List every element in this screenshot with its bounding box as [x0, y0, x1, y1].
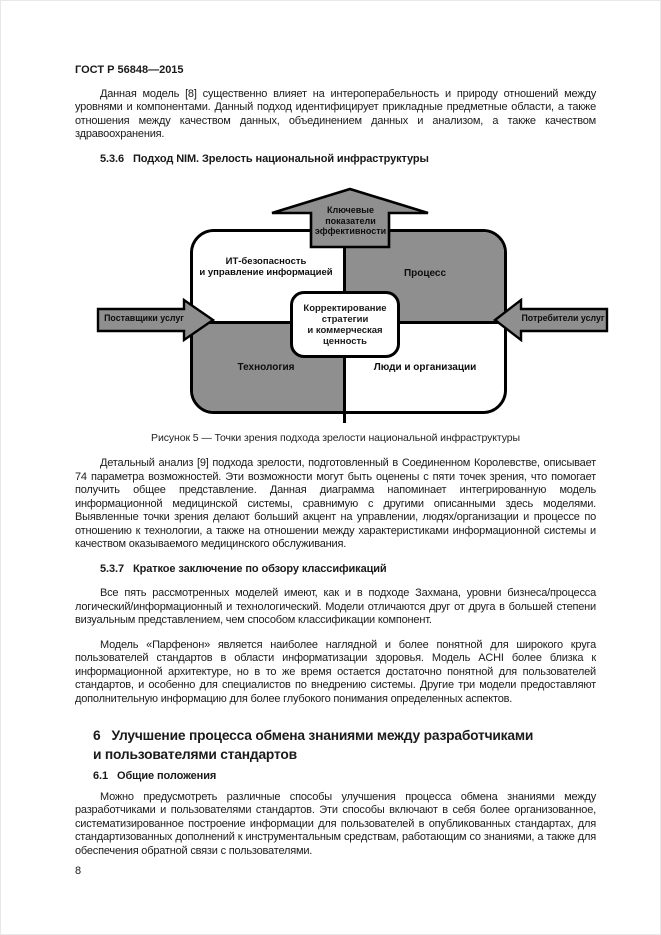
paragraph-model-8: Данная модель [8] существенно влияет на … [75, 87, 596, 141]
label-process: Процесс [403, 268, 447, 279]
heading-line: 6 Улучшение процесса обмена знаниями межд… [93, 726, 596, 745]
page-content: ГОСТ Р 56848—2015 Данная модель [8] суще… [75, 64, 609, 869]
heading-number: 5.3.6 [100, 152, 124, 165]
label-service-providers: Поставщики услуг [104, 313, 184, 323]
heading-5-3-6: 5.3.6 Подход NIM. Зрелость национальной и… [75, 153, 596, 167]
heading-number: 6 [93, 728, 101, 743]
label-people-organizations: Люди и организации [373, 362, 477, 373]
up-arrow-icon [271, 187, 429, 249]
label-line: и коммерческая [307, 324, 383, 336]
heading-6-1: 6.1 Общие положения [75, 770, 596, 784]
quadrant-divider-stub [343, 412, 346, 423]
center-strategy-box: Корректирование стратегии и коммерческая… [290, 291, 400, 358]
heading-text: Подход NIM. Зрелость национальной инфрас… [132, 152, 429, 165]
paragraph-detailed-analysis: Детальный анализ [9] подхода зрелости, п… [75, 457, 596, 550]
heading-section-6: 6 Улучшение процесса обмена знаниями межд… [75, 726, 596, 764]
heading-5-3-7: 5.3.7 Краткое заключение по обзору класси… [75, 563, 596, 577]
label-line: ценность [322, 335, 368, 347]
label-line: показатели [325, 215, 376, 226]
label-service-consumers: Потребители услуг [521, 313, 605, 323]
label-technology: Технология [237, 362, 295, 373]
label-line: ИТ-безопасность [225, 256, 307, 267]
heading-number: 5.3.7 [100, 562, 124, 575]
label-it-security: ИТ-безопасность и управление информацией [191, 256, 341, 278]
left-pointing-arrow-icon [493, 297, 609, 343]
label-line: и управление информацией [199, 267, 333, 278]
paragraph-five-models: Все пять рассмотренных моделей имеют, ка… [75, 587, 596, 626]
heading-text: Улучшение процесса обмена знаниями между… [111, 728, 534, 743]
paragraph-parthenon-model: Модель «Парфенон» является наиболее нагл… [75, 638, 596, 705]
heading-number: 6.1 [93, 770, 108, 782]
right-pointing-arrow-icon [96, 297, 216, 343]
page-number: 8 [75, 865, 82, 877]
document-code-header: ГОСТ Р 56848—2015 [75, 64, 184, 76]
label-line: Корректирование [303, 302, 387, 314]
label-key-performance-indicators: Ключевые показатели эффективности [310, 205, 391, 237]
label-line: Ключевые [326, 205, 374, 215]
paragraph-knowledge-exchange: Можно предусмотреть различные способы ул… [75, 790, 596, 857]
heading-text: Краткое заключение по обзору классификац… [132, 562, 387, 575]
figure-5-maturity-diagram: ИТ-безопасность и управление информацией… [75, 186, 609, 444]
figure-caption: Рисунок 5 — Точки зрения подхода зрелост… [151, 432, 520, 444]
label-line: эффективности [314, 226, 387, 236]
label-line: стратегии [321, 313, 369, 325]
heading-text: Общие положения [117, 770, 217, 782]
heading-line: и пользователями стандартов [93, 747, 297, 762]
